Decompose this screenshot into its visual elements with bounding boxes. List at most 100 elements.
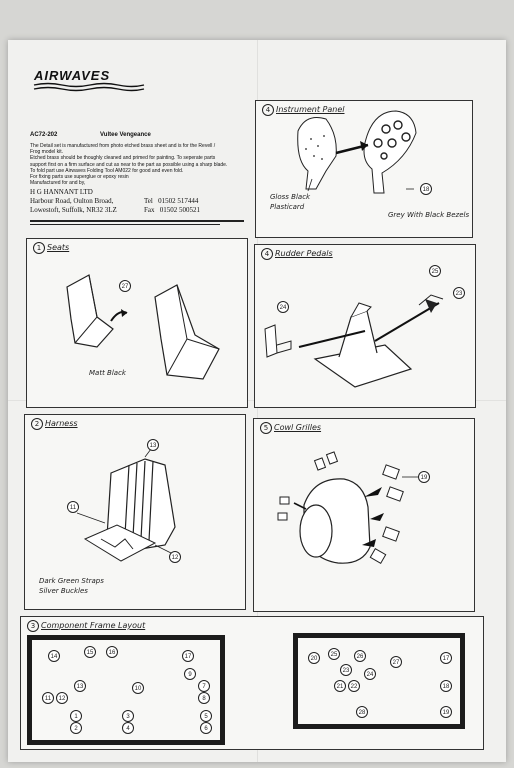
part-number: 17 <box>440 652 452 664</box>
step-number: 1 <box>33 242 45 254</box>
intro-line: Etched brass should be thoughly cleaned … <box>30 155 216 162</box>
fax-label: Fax <box>144 206 155 214</box>
part-number: 3 <box>122 710 134 722</box>
step-number: 4 <box>261 248 273 260</box>
intro-line: For fixing parts use superglue or epoxy … <box>30 174 129 181</box>
part-number: 21 <box>334 680 346 692</box>
part-number: 9 <box>184 668 196 680</box>
fret-frame-right: 20 25 26 27 17 23 24 21 22 18 28 19 <box>293 633 465 729</box>
logo-waves-icon <box>33 82 145 92</box>
part-callout: 13 <box>147 439 159 451</box>
part-number: 24 <box>364 668 376 680</box>
finish-note: Gloss Black <box>270 193 311 201</box>
part-callout: 25 <box>429 265 441 277</box>
part-number: 8 <box>198 692 210 704</box>
kit-name: Vultee Vengeance <box>100 132 151 138</box>
part-callout: 27 <box>119 280 131 292</box>
intro-text: The Detail set is manufactured from phot… <box>30 143 244 186</box>
intro-line: The Detail set is manufactured from phot… <box>30 143 216 149</box>
step-number: 4 <box>262 104 274 116</box>
panel-title-text: Component Frame Layout <box>41 621 146 630</box>
fret-frame-left: 14 15 16 17 9 13 10 7 11 12 8 1 3 5 2 4 … <box>27 635 225 745</box>
company-street: Harbour Road, Oulton Broad, <box>30 197 114 205</box>
company-phones: Tel 01502 517444 Fax 01502 500521 <box>144 197 200 215</box>
finish-note: Matt Black <box>89 369 126 377</box>
kit-code: AC72-202 <box>30 132 58 138</box>
panel-title-text: Rudder Pedals <box>275 249 333 258</box>
part-number: 12 <box>56 692 68 704</box>
part-number: 1 <box>70 710 82 722</box>
step-number: 3 <box>27 620 39 632</box>
tel-label: Tel <box>144 197 153 205</box>
panel-title-text: Seats <box>47 243 70 252</box>
panel-title-text: Harness <box>45 419 78 428</box>
company-name: H G HANNANT LTD <box>30 188 93 196</box>
part-number: 26 <box>354 650 366 662</box>
part-number: 16 <box>106 646 118 658</box>
brand-logo: AIRWAVES <box>34 68 111 83</box>
part-callout: 24 <box>277 301 289 313</box>
part-callout: 11 <box>67 501 79 513</box>
fax-number: 01502 500521 <box>159 206 200 214</box>
part-number: 11 <box>42 692 54 704</box>
fine-print-line <box>30 224 220 225</box>
company-city: Lowestoft, Suffolk, NR32 3LZ <box>30 206 117 214</box>
part-number: 15 <box>84 646 96 658</box>
part-number: 6 <box>200 722 212 734</box>
fax-line: Fax 01502 500521 <box>144 206 200 215</box>
panel-title-text: Cowl Grilles <box>274 423 322 432</box>
seats-illustration <box>66 274 220 380</box>
part-number: 18 <box>440 680 452 692</box>
panel-title-text: Instrument Panel <box>276 105 345 114</box>
tel-number: 01502 517444 <box>158 197 199 205</box>
part-number: 2 <box>70 722 82 734</box>
part-number: 23 <box>340 664 352 676</box>
harness-illustration <box>76 448 176 562</box>
part-callout: 12 <box>169 551 181 563</box>
finish-note: Plasticard <box>270 203 305 211</box>
tel-line: Tel 01502 517444 <box>144 197 200 206</box>
part-number: 17 <box>182 650 194 662</box>
part-number: 28 <box>356 706 368 718</box>
step-number: 2 <box>31 418 43 430</box>
part-number: 14 <box>48 650 60 662</box>
part-number: 20 <box>308 652 320 664</box>
intro-line: Frog model kit. <box>30 149 64 156</box>
part-number: 7 <box>198 680 210 692</box>
part-number: 22 <box>348 680 360 692</box>
instrument-panel-illustration <box>297 110 417 194</box>
part-callout: 18 <box>420 183 432 195</box>
part-number: 5 <box>200 710 212 722</box>
finish-note: Grey With Black Bezels <box>388 211 470 219</box>
fine-print-line <box>30 220 244 222</box>
cowl-grilles-illustration <box>277 451 418 565</box>
part-number: 4 <box>122 722 134 734</box>
intro-line: To fold part use Airwaves Folding Tool A… <box>30 167 184 174</box>
part-callout: 23 <box>453 287 465 299</box>
part-callout: 19 <box>418 471 430 483</box>
part-number: 19 <box>440 706 452 718</box>
company-address: H G HANNANT LTD Harbour Road, Oulton Bro… <box>30 188 117 215</box>
finish-note: Silver Buckles <box>39 587 88 595</box>
part-number: 13 <box>74 680 86 692</box>
part-number: 27 <box>390 656 402 668</box>
intro-line: Manufactured for and by, <box>30 180 86 187</box>
part-number: 25 <box>328 648 340 660</box>
part-number: 10 <box>132 682 144 694</box>
intro-line: support first on a firm surface and cut … <box>30 161 228 168</box>
finish-note: Dark Green Straps <box>39 577 104 585</box>
step-number: 5 <box>260 422 272 434</box>
rudder-pedals-illustration <box>264 294 444 388</box>
